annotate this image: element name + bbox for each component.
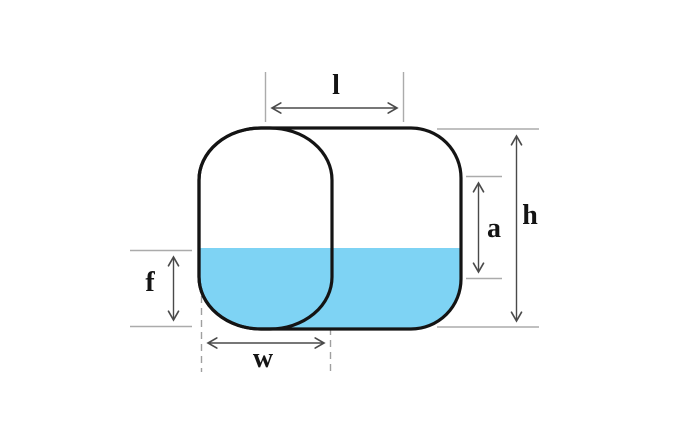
label-width-w: w [252,343,274,374]
label-airspace-a: a [487,213,501,244]
label-height-h: h [522,200,538,231]
label-length-l: l [332,70,340,101]
tank-end-cross-section-outline [197,126,334,331]
label-fill-depth-f: f [145,267,155,298]
dimension-arrows [167,102,523,349]
extension-lines [130,72,539,328]
